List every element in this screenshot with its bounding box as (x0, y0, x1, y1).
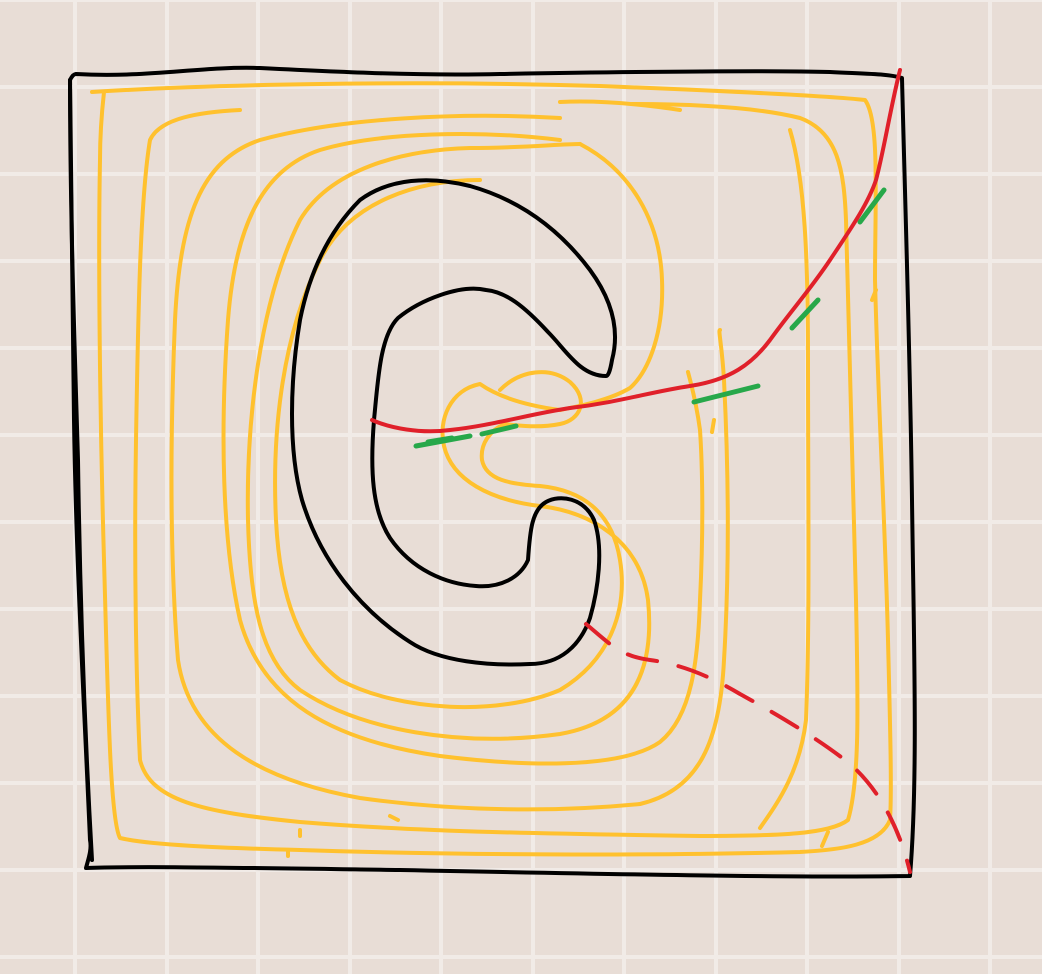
green-crossing-marks (413, 187, 887, 449)
contour-line (245, 142, 652, 741)
crossing-mark (479, 423, 519, 437)
contour-line (638, 328, 730, 806)
outer-square (68, 65, 917, 879)
contour-line (498, 370, 583, 429)
red-solid-path (370, 68, 902, 434)
outer-square-edge (68, 78, 94, 862)
contour-line (273, 178, 482, 682)
contour-tick (388, 814, 400, 822)
contour-line (758, 128, 811, 830)
contour-tick (820, 830, 830, 848)
contour-line (90, 81, 893, 857)
contour-line (338, 422, 624, 710)
contour-lines (90, 81, 893, 858)
red-dashed-path (584, 622, 912, 874)
contour-line (686, 370, 702, 432)
c-shaped-obstacle (290, 178, 617, 667)
contour-line (221, 132, 705, 766)
crossing-mark (857, 187, 887, 225)
contour-line (133, 102, 860, 838)
contour-tick (710, 418, 716, 434)
contour-tick (870, 288, 878, 302)
crossing-mark (691, 383, 761, 405)
contour-line (169, 113, 642, 812)
crossing-mark (425, 435, 455, 445)
contour-line (558, 99, 682, 112)
contour-line (558, 142, 665, 412)
crossing-mark (789, 297, 821, 331)
